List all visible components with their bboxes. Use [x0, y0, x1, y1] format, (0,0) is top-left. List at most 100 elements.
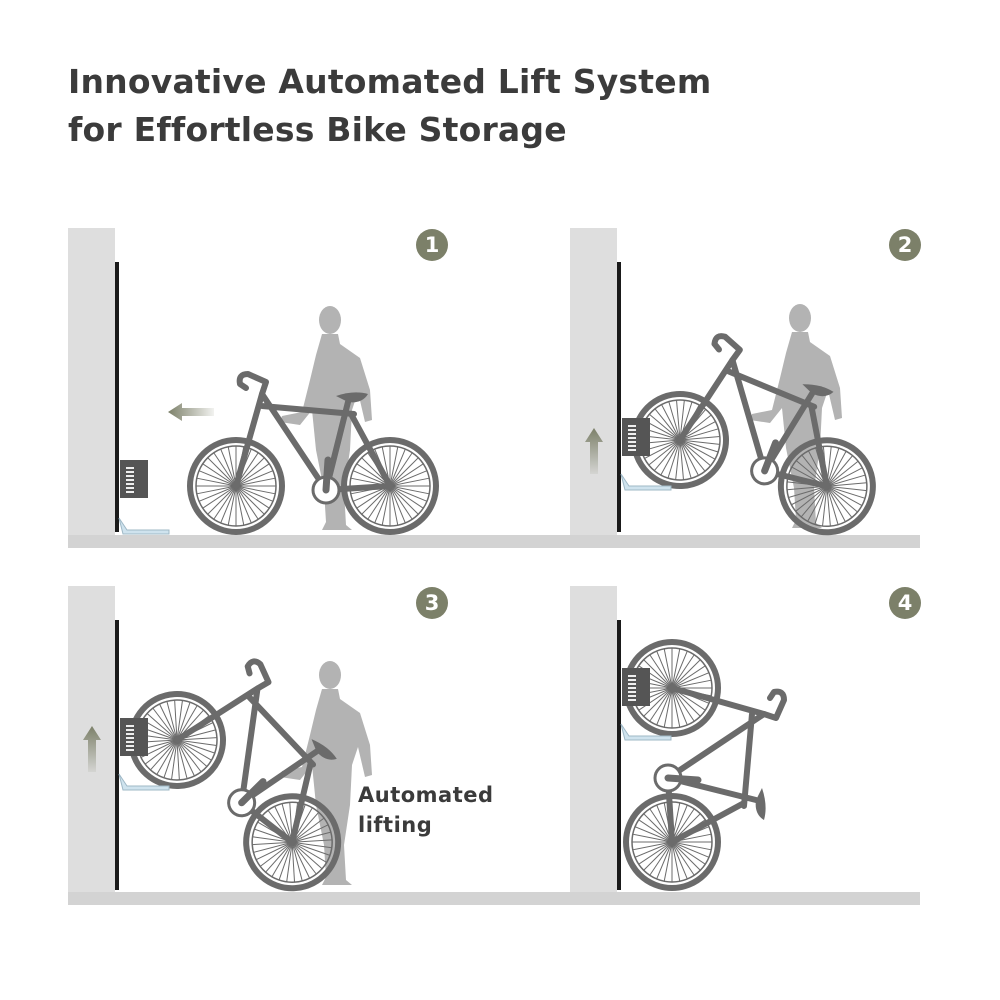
- spoke: [656, 687, 673, 726]
- spoke: [176, 739, 215, 754]
- spoke: [196, 485, 237, 495]
- spoke: [648, 439, 681, 466]
- lift-unit: [120, 460, 148, 498]
- arrow-left-icon: [168, 403, 214, 421]
- wall-4: [570, 586, 617, 896]
- spoke: [389, 457, 419, 487]
- spoke: [634, 841, 673, 858]
- spoke: [826, 467, 863, 487]
- lift-vent: [126, 745, 134, 747]
- spoke: [649, 654, 673, 689]
- spoke: [286, 842, 293, 882]
- spoke: [220, 485, 237, 524]
- spoke: [826, 485, 866, 499]
- spoke: [163, 739, 178, 778]
- lift-vent: [126, 725, 134, 727]
- tire: [187, 437, 285, 535]
- spoke: [826, 486, 831, 527]
- spoke: [826, 485, 858, 513]
- spoke: [632, 841, 673, 851]
- bicycle: [631, 333, 876, 536]
- lift-vent: [628, 687, 636, 689]
- spoke: [235, 485, 276, 495]
- spoke: [389, 485, 399, 526]
- rail-1: [115, 262, 119, 532]
- spoke: [281, 803, 293, 843]
- person-body: [750, 332, 842, 528]
- handlebar: [244, 658, 272, 692]
- spoke: [152, 707, 178, 741]
- lift-vent: [628, 425, 636, 427]
- spoke: [252, 841, 293, 846]
- lift-vent: [126, 729, 134, 731]
- spoke: [389, 485, 406, 524]
- spoke: [292, 841, 332, 849]
- spoke: [356, 485, 391, 509]
- spoke: [291, 841, 323, 870]
- spoke: [176, 737, 217, 741]
- front-wheel: [187, 437, 285, 535]
- spoke: [800, 485, 828, 518]
- spoke: [679, 439, 711, 467]
- lift-vent: [628, 683, 636, 685]
- lift-vent: [628, 675, 636, 677]
- spoke: [176, 700, 183, 741]
- lift-vent: [628, 437, 636, 439]
- spoke: [660, 439, 681, 476]
- spoke: [671, 841, 710, 858]
- spoke: [632, 833, 673, 843]
- automated-lifting-label: Automated lifting: [358, 780, 494, 840]
- spoke: [643, 813, 673, 843]
- spoke: [643, 687, 673, 717]
- spoke: [255, 841, 293, 861]
- spoke: [235, 485, 252, 524]
- spoke: [671, 841, 712, 851]
- spoke: [292, 831, 331, 843]
- spoke: [389, 463, 424, 487]
- lift-tray: [620, 723, 672, 741]
- spoke: [207, 485, 237, 515]
- lift-unit: [622, 418, 650, 456]
- spoke: [291, 841, 317, 875]
- spoke: [227, 485, 237, 526]
- spoke: [644, 420, 681, 441]
- lift-vent: [628, 679, 636, 681]
- handlebar: [711, 333, 743, 364]
- spoke: [291, 842, 296, 883]
- spoke: [227, 446, 237, 487]
- spoke: [679, 439, 719, 453]
- spoke: [679, 439, 716, 460]
- spoke: [826, 474, 866, 487]
- spoke: [176, 739, 188, 779]
- lift-vent: [126, 733, 134, 735]
- spoke: [675, 439, 681, 480]
- spoke: [671, 665, 706, 689]
- spoke: [654, 408, 681, 441]
- spoke: [176, 739, 212, 761]
- spoke: [826, 485, 867, 492]
- lift-vent: [628, 429, 636, 431]
- spoke: [668, 401, 681, 441]
- spoke: [644, 439, 681, 459]
- person-silhouette: [750, 304, 842, 528]
- spoke: [356, 463, 391, 487]
- spoke: [671, 808, 695, 843]
- spoke: [656, 650, 673, 689]
- spoke: [291, 842, 311, 879]
- arrow-up-icon: [585, 428, 603, 474]
- spoke: [791, 485, 828, 506]
- spoke: [202, 463, 237, 487]
- spoke: [671, 654, 695, 689]
- spoke: [826, 485, 863, 506]
- spoke: [220, 448, 237, 487]
- saddle: [755, 788, 766, 820]
- tire: [128, 691, 226, 789]
- lift-vent: [126, 467, 134, 469]
- bike-frame: [677, 357, 830, 490]
- spoke: [235, 457, 265, 487]
- spoke: [638, 687, 673, 711]
- spoke: [213, 452, 237, 487]
- spoke: [235, 485, 274, 502]
- spoke: [202, 485, 237, 509]
